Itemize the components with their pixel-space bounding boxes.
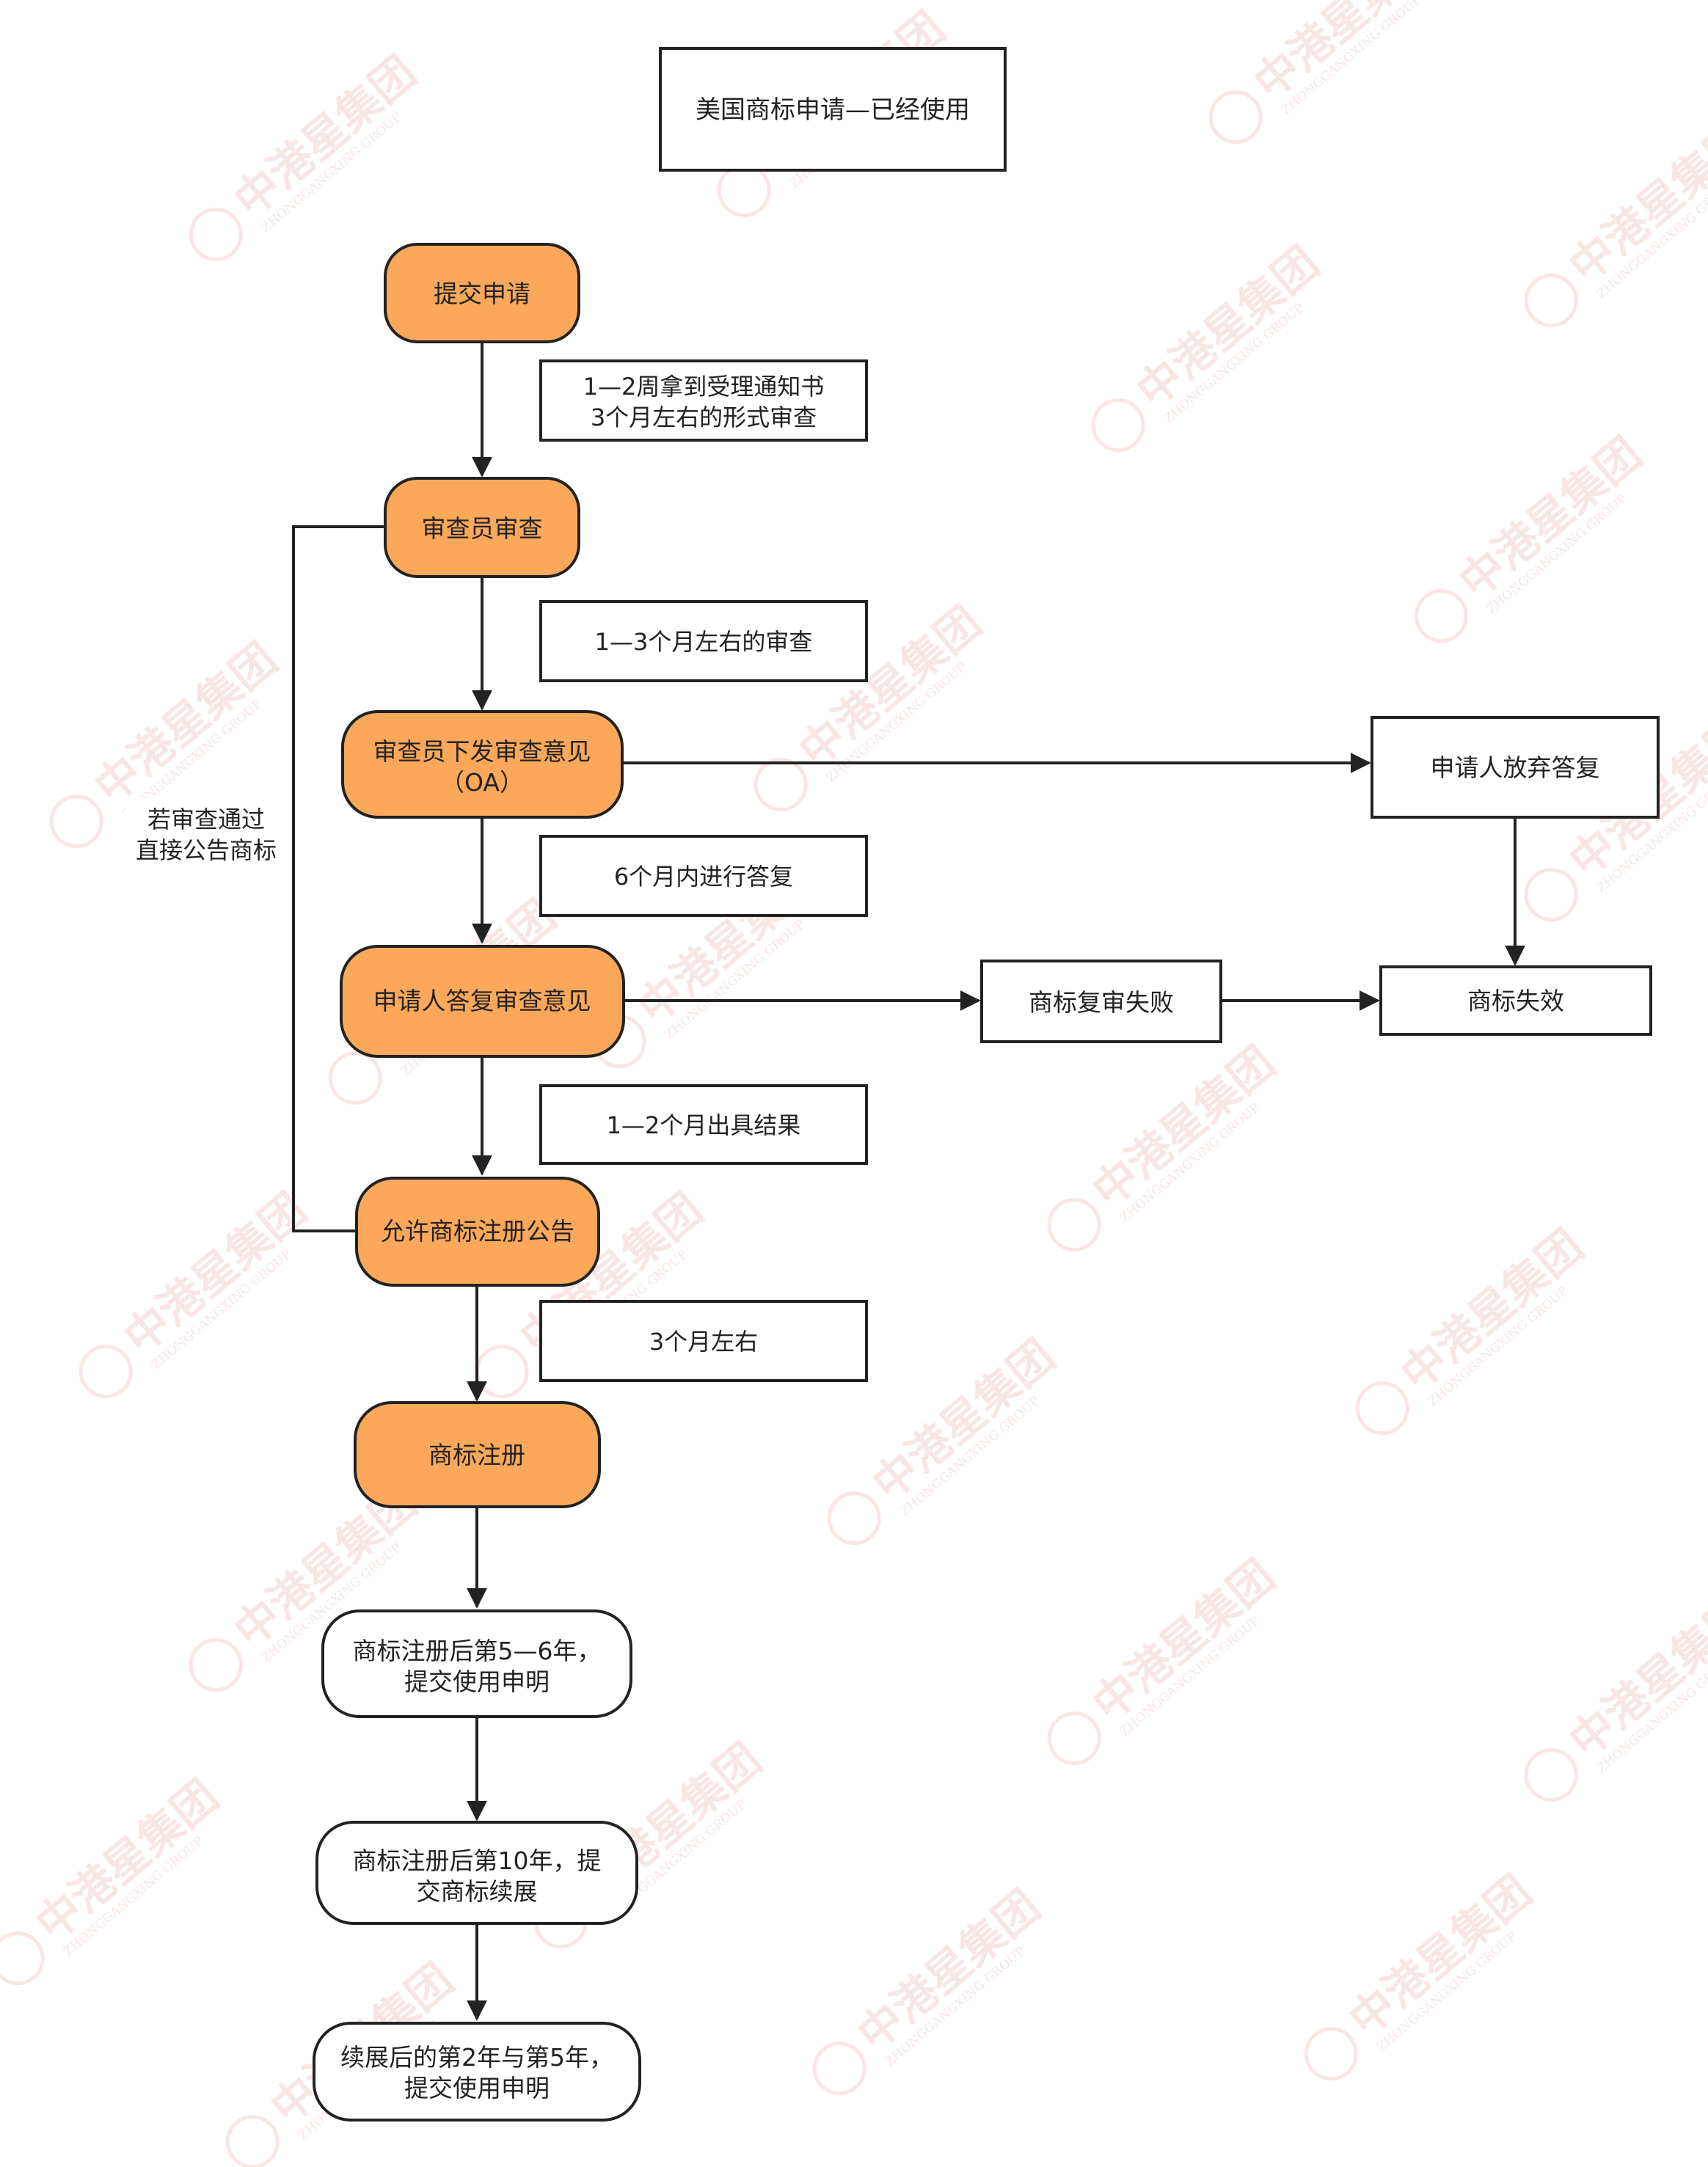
node-use-declaration-5-6: 商标注册后第5—6年， 提交使用申明 [321, 1609, 632, 1718]
note-3-text: 6个月内进行答复 [614, 863, 793, 891]
bypass-label-line-1: 若审查通过 [147, 805, 265, 833]
note-4-text: 1—2个月出具结果 [607, 1111, 801, 1139]
svg-text:中港星集团: 中港星集团 [848, 1880, 1050, 2061]
node-invalid: 商标失效 [1379, 965, 1652, 1036]
node-renewal-10: 商标注册后第10年，提 交商标续展 [315, 1821, 638, 1925]
note-4: 1—2个月出具结果 [539, 1084, 868, 1165]
svg-text:中港星集团: 中港星集团 [225, 46, 426, 227]
bypass-label-line-2: 直接公告商标 [136, 836, 277, 864]
node-office-action-label-2: （OA） [440, 768, 524, 797]
note-2: 1—3个月左右的审查 [539, 600, 868, 682]
node-applicant-reply: 申请人答复审查意见 [340, 945, 625, 1058]
svg-text:中港星集团: 中港星集团 [1083, 1037, 1285, 1217]
note-1-line-2: 3个月左右的形式审查 [591, 403, 817, 431]
svg-text:中港星集团: 中港星集团 [85, 633, 287, 814]
note-2-text: 1—3个月左右的审查 [595, 628, 813, 656]
node-after-renewal-label-1: 续展后的第2年与第5年， [340, 2043, 613, 2072]
node-invalid-label: 商标失效 [1467, 987, 1564, 1015]
node-examiner-review-label: 审查员审查 [422, 514, 543, 543]
svg-text:中港星集团: 中港星集团 [114, 1183, 316, 1364]
node-renewal-10-label-2: 交商标续展 [417, 1877, 538, 1906]
title-box: 美国商标申请—已经使用 [659, 47, 1007, 172]
node-submit: 提交申请 [384, 243, 580, 343]
svg-text:中港星集团: 中港星集团 [1450, 428, 1652, 608]
edge-review-bypass-to-allow [292, 525, 385, 1232]
node-examiner-review: 审查员审查 [384, 477, 580, 578]
node-allow-publication: 允许商标注册公告 [355, 1177, 600, 1287]
note-5: 3个月左右 [539, 1300, 868, 1382]
node-applicant-reply-label: 申请人答复审查意见 [373, 987, 591, 1015]
note-1-line-1: 1—2周拿到受理通知书 [583, 373, 825, 401]
node-renewal-10-label-1: 商标注册后第10年，提 [353, 1846, 602, 1875]
node-use-declaration-5-6-label-1: 商标注册后第5—6年， [353, 1637, 602, 1665]
node-submit-label: 提交申请 [434, 279, 530, 308]
node-office-action: 审查员下发审查意见 （OA） [341, 710, 624, 819]
note-1: 1—2周拿到受理通知书 3个月左右的形式审查 [539, 359, 868, 442]
node-allow-publication-label: 允许商标注册公告 [381, 1217, 574, 1246]
node-use-declaration-5-6-label-2: 提交使用申明 [404, 1667, 550, 1696]
svg-text:中港星集团: 中港星集团 [1340, 1865, 1541, 2046]
node-reexam-failed-label: 商标复审失败 [1029, 988, 1174, 1017]
note-5-text: 3个月左右 [649, 1328, 758, 1356]
node-registration-label: 商标注册 [428, 1441, 525, 1469]
svg-text:中港星集团: 中港星集团 [26, 1770, 228, 1951]
svg-text:中港星集团: 中港星集团 [1391, 1220, 1593, 1400]
svg-text:中港星集团: 中港星集团 [1083, 1550, 1285, 1731]
node-registration: 商标注册 [354, 1401, 601, 1508]
svg-text:中港星集团: 中港星集团 [863, 1330, 1065, 1510]
svg-text:中港星集团: 中港星集团 [1127, 237, 1329, 417]
bypass-label: 若审查通过 直接公告商标 [126, 798, 286, 871]
page-title: 美国商标申请—已经使用 [696, 95, 970, 125]
node-abandon-reply-label: 申请人放弃答复 [1431, 753, 1600, 782]
node-after-renewal-label-2: 提交使用申明 [404, 2074, 550, 2102]
node-office-action-label-1: 审查员下发审查意见 [373, 737, 591, 766]
edges [292, 342, 1525, 2021]
node-reexam-failed: 商标复审失败 [980, 960, 1222, 1043]
note-3: 6个月内进行答复 [539, 835, 868, 917]
node-abandon-reply: 申请人放弃答复 [1371, 716, 1660, 819]
node-after-renewal: 续展后的第2年与第5年， 提交使用申明 [313, 2022, 641, 2122]
